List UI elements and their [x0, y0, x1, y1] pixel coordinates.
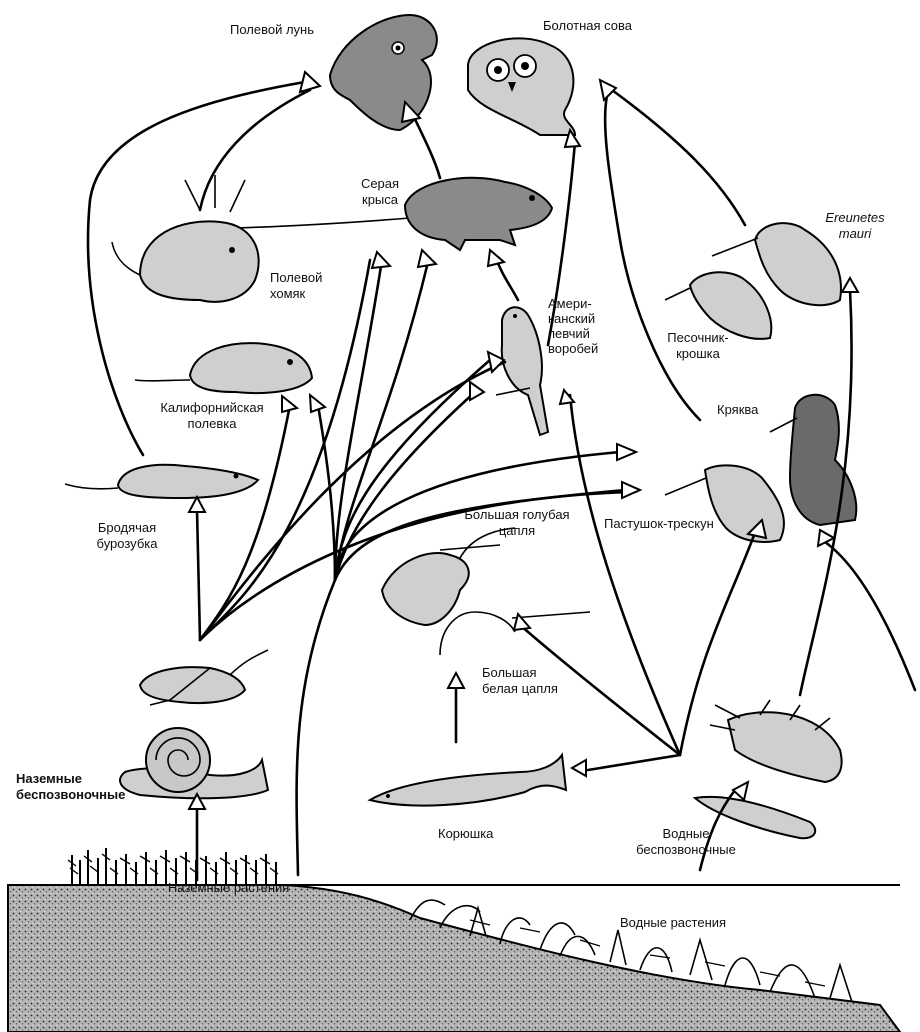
label-sandpiper-line2: крошка: [656, 346, 740, 362]
smelt-illustration: [370, 755, 566, 806]
mallard-illustration: [770, 395, 856, 525]
label-sparrow-line4: воробей: [548, 341, 598, 357]
grasshopper-illustration: [140, 650, 268, 705]
label-harrier: Полевой лунь: [230, 22, 314, 38]
label-smelt: Корюшка: [438, 826, 493, 842]
label-sparrow-line2: канский: [548, 311, 595, 327]
label-mallard: Кряква: [717, 402, 758, 418]
label-sandpiper-scientific-line2: mauri: [820, 226, 890, 242]
arrow-heads: [189, 72, 858, 809]
great-blue-heron-illustration: [382, 528, 515, 625]
label-sandpiper-line1: Песочник-: [656, 330, 740, 346]
label-aquatic-invertebrates-line1: Водные: [624, 826, 748, 842]
label-egret-line1: Большая: [482, 665, 537, 681]
label-terrestrial-plants: Наземные растения: [168, 880, 289, 896]
label-heron-line1: Большая голубая: [452, 507, 582, 523]
snail-illustration: [120, 728, 268, 798]
label-sparrow-line1: Амери-: [548, 296, 592, 312]
label-vole-line1: Калифорнийская: [142, 400, 282, 416]
label-heron-line2: цапля: [452, 523, 582, 539]
harrier-illustration: [330, 15, 437, 130]
label-shrew-line2: бурозубка: [82, 536, 172, 552]
label-terrestrial-invertebrates-line1: Наземные: [16, 771, 82, 787]
sandpiper-illustration: [665, 223, 841, 339]
label-gopher-line1: Полевой: [270, 270, 322, 286]
owl-illustration: [468, 38, 575, 135]
label-terrestrial-invertebrates-line2: беспозвоночные: [16, 787, 125, 803]
label-egret-line2: белая цапля: [482, 681, 558, 697]
label-owl: Болотная сова: [543, 18, 632, 34]
sparrow-illustration: [496, 307, 548, 435]
ground: [8, 885, 900, 1032]
label-aquatic-invertebrates-line2: беспозвоночные: [624, 842, 748, 858]
gopher-illustration: [112, 175, 259, 302]
great-egret-illustration: [440, 612, 590, 655]
label-vole-line2: полевка: [142, 416, 282, 432]
label-rat-line1: Серая: [350, 176, 410, 192]
label-gopher-line2: хомяк: [270, 286, 305, 302]
label-sparrow-line3: певчий: [548, 326, 590, 342]
label-rat-line2: крыса: [350, 192, 410, 208]
vole-illustration: [135, 343, 312, 393]
shrew-illustration: [65, 465, 258, 498]
label-aquatic-plants: Водные растения: [620, 915, 726, 931]
label-sandpiper-scientific-line1: Ereunetes: [820, 210, 890, 226]
label-rail: Пастушок-трескун: [604, 516, 714, 532]
label-shrew-line1: Бродячая: [82, 520, 172, 536]
